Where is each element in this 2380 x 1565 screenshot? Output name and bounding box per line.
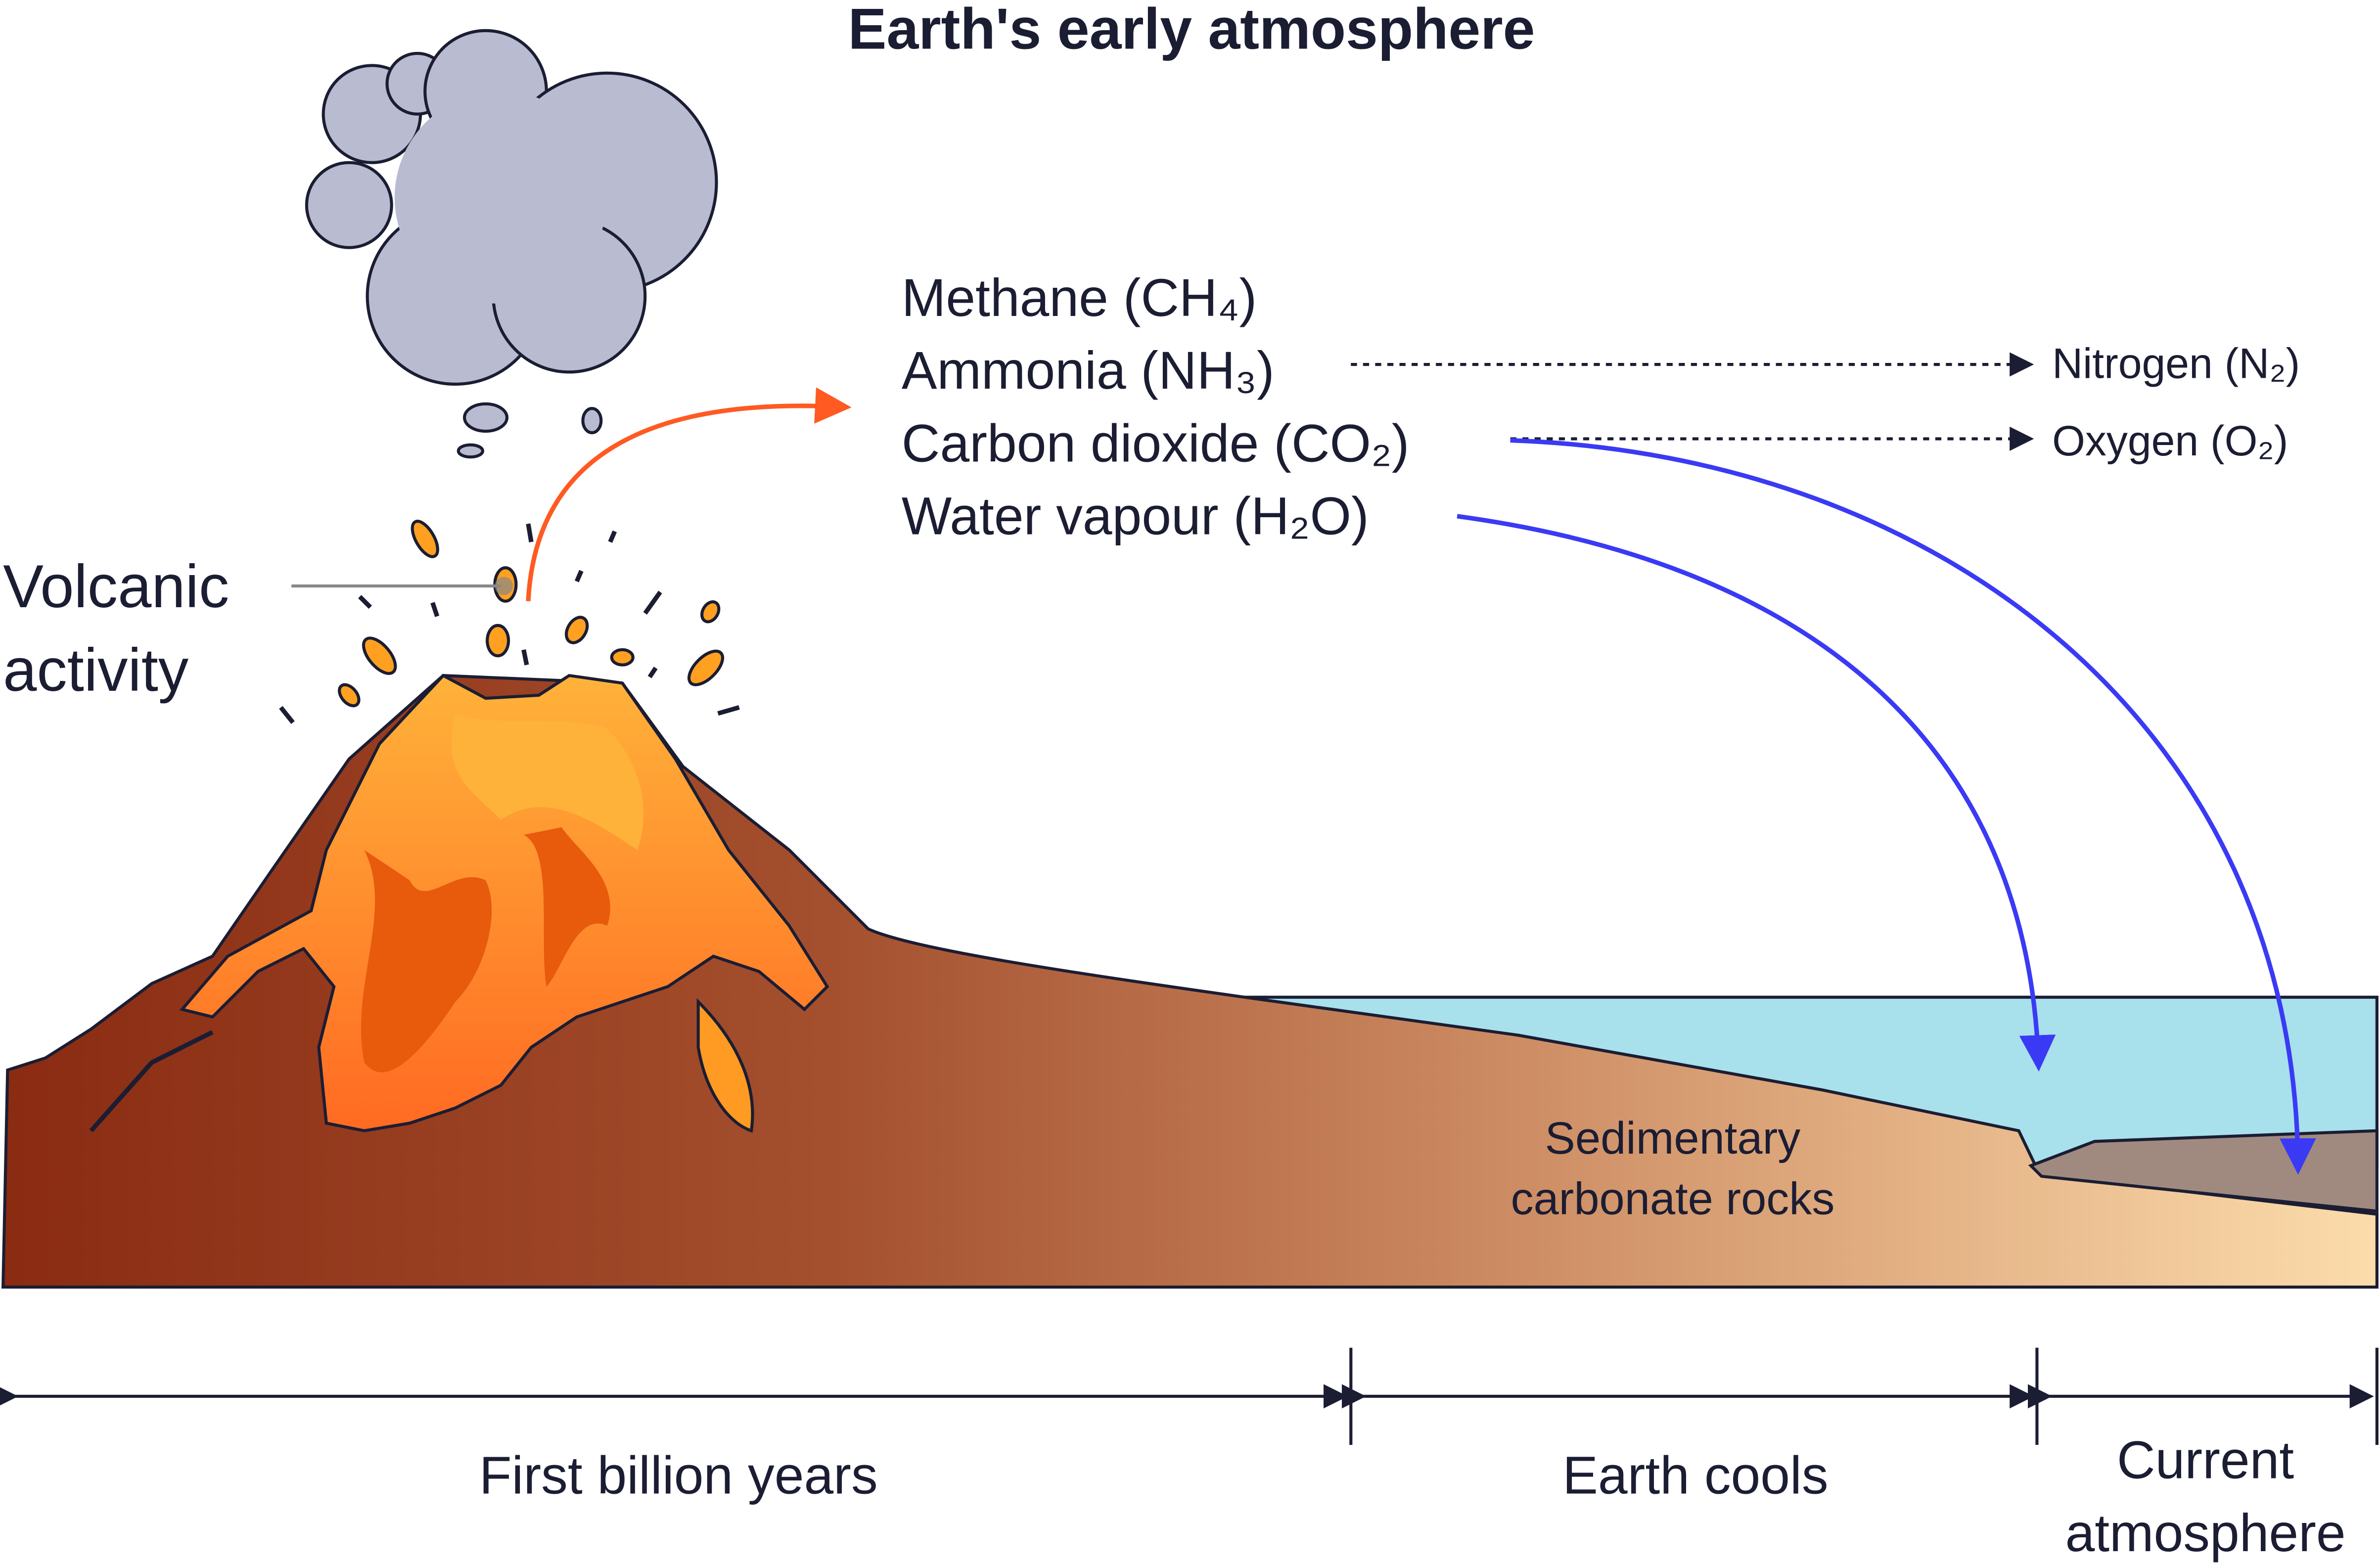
timeline-third-line2: atmosphere <box>2065 1503 2345 1563</box>
timeline <box>0 1347 2379 1445</box>
volcanic-gas-arrow <box>526 387 852 602</box>
gas-water-vapour: Water vapour (H₂O) <box>902 487 1369 546</box>
timeline-third-line1: Current <box>2117 1431 2294 1490</box>
ash-particles <box>279 523 740 724</box>
ash-cloud <box>305 29 718 459</box>
rocks-label-line1: Sedimentary <box>1545 1113 1801 1163</box>
co2-to-rocks-arrow <box>1510 438 2316 1175</box>
gas-ammonia: Ammonia (NH₃) <box>902 341 1275 400</box>
volcano-label-line1: Volcanic <box>3 553 229 621</box>
rocks-label-line2: carbonate rocks <box>1510 1173 1834 1224</box>
volcano-label-line2: activity <box>3 636 189 704</box>
title: Earth's early atmosphere <box>848 0 1535 61</box>
timeline-first: First billion years <box>479 1445 878 1505</box>
gas-list: Methane (CH₄) Ammonia (NH₃) Carbon dioxi… <box>902 268 1410 546</box>
lava-bombs <box>338 520 725 708</box>
gas-methane: Methane (CH₄) <box>902 268 1257 327</box>
water-to-sea-arrow <box>1457 514 2056 1072</box>
product-oxygen: Oxygen (O₂) <box>2052 417 2288 465</box>
gas-carbon-dioxide: Carbon dioxide (CO₂) <box>902 413 1410 473</box>
timeline-second: Earth cools <box>1562 1445 1828 1505</box>
lava-flow <box>179 673 829 1133</box>
product-nitrogen: Nitrogen (N₂) <box>2052 340 2300 388</box>
